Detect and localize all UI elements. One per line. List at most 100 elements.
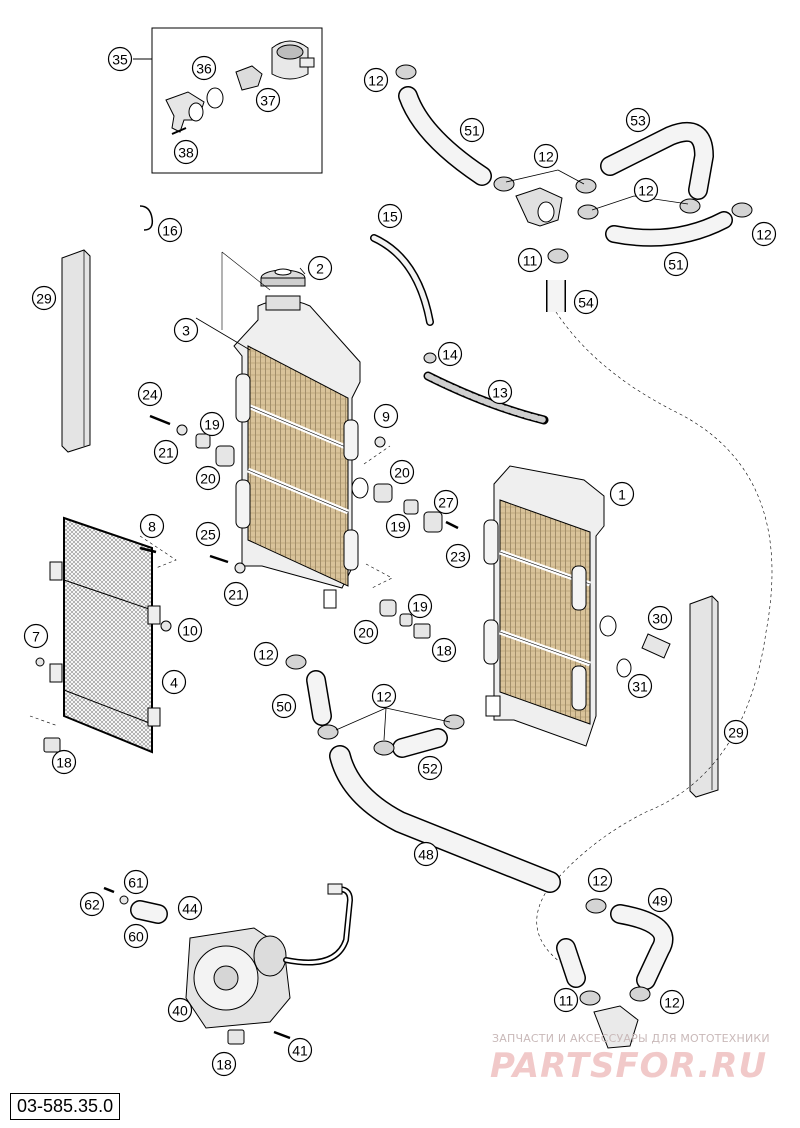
callout-circle <box>385 513 411 539</box>
callout-number: 12 <box>258 647 274 663</box>
callout-circle <box>751 221 777 247</box>
callout-circle <box>633 177 659 203</box>
callout-number: 54 <box>578 295 594 311</box>
callout-c7: 7 <box>23 623 49 649</box>
hose-clamps <box>285 64 753 1006</box>
callout-c36: 36 <box>191 55 217 81</box>
callout-number: 12 <box>638 183 654 199</box>
callout-circle <box>573 289 599 315</box>
callout-c61: 61 <box>123 869 149 895</box>
callout-circle <box>587 867 613 893</box>
callout-number: 11 <box>523 253 538 269</box>
callout-number: 12 <box>368 73 384 89</box>
callout-number: 29 <box>728 725 744 741</box>
callout-c12a: 12 <box>363 67 389 93</box>
callout-number: 18 <box>56 755 72 771</box>
callout-circle <box>647 605 673 631</box>
callout-number: 41 <box>292 1043 308 1059</box>
radiator-guard <box>49 516 161 754</box>
callout-c4: 4 <box>161 669 187 695</box>
callout-circle <box>287 1037 313 1063</box>
callout-number: 12 <box>538 149 554 165</box>
callout-circle <box>271 693 297 719</box>
callout-circle <box>173 317 199 343</box>
o-ring-icon <box>206 87 224 109</box>
callout-circle <box>659 989 685 1015</box>
callout-c18a: 18 <box>51 749 77 775</box>
callout-circle <box>459 117 485 143</box>
callout-circle <box>417 755 443 781</box>
hoses <box>130 86 733 990</box>
callout-circle <box>517 247 543 273</box>
callout-circle <box>407 593 433 619</box>
callout-c23: 23 <box>445 543 471 569</box>
callout-circle <box>177 617 203 643</box>
callout-c31: 31 <box>627 673 653 699</box>
callout-circle <box>23 623 49 649</box>
callout-c35: 35 <box>107 46 133 72</box>
right-radiator <box>483 465 617 747</box>
callout-number: 52 <box>422 761 438 777</box>
callout-circle <box>437 341 463 367</box>
callout-number: 60 <box>128 929 144 945</box>
callout-circle <box>167 997 193 1023</box>
callout-circle <box>173 139 199 165</box>
callout-number: 49 <box>652 893 668 909</box>
thermostat-housing-icon <box>271 40 315 80</box>
callout-number: 12 <box>664 995 680 1011</box>
callout-c25: 25 <box>195 521 221 547</box>
callout-number: 14 <box>442 347 458 363</box>
callout-number: 12 <box>756 227 772 243</box>
callout-c18b: 18 <box>431 637 457 663</box>
callout-c19b: 19 <box>385 513 411 539</box>
callout-c24: 24 <box>137 381 163 407</box>
callout-circle <box>371 683 397 709</box>
leader-lines <box>195 169 689 741</box>
callout-c50: 50 <box>271 693 297 719</box>
callout-c20a: 20 <box>195 465 221 491</box>
callout-number: 51 <box>668 257 684 273</box>
callout-c10: 10 <box>177 617 203 643</box>
callout-c9: 9 <box>373 403 399 429</box>
callout-circle <box>609 481 635 507</box>
callout-c62: 62 <box>79 891 105 917</box>
callout-circle <box>161 669 187 695</box>
callout-c19c: 19 <box>407 593 433 619</box>
callout-c12e: 12 <box>253 641 279 667</box>
callout-c1: 1 <box>609 481 635 507</box>
callout-c51b: 51 <box>663 251 689 277</box>
callout-number: 2 <box>316 261 324 277</box>
callout-circle <box>139 513 165 539</box>
callout-circle <box>123 869 149 895</box>
callout-c51a: 51 <box>459 117 485 143</box>
callout-circle <box>199 411 225 437</box>
callout-circle <box>413 841 439 867</box>
watermark-tagline: ЗАПЧАСТИ И АКСЕССУАРЫ ДЛЯ МОТОТЕХНИКИ <box>492 1032 770 1045</box>
callout-number: 21 <box>158 445 174 461</box>
callout-circle <box>487 379 513 405</box>
callout-c21b: 21 <box>223 581 249 607</box>
callout-c11b: 11 <box>553 987 579 1013</box>
callout-number: 23 <box>450 549 466 565</box>
callout-circle <box>51 749 77 775</box>
callout-c12b: 12 <box>533 143 559 169</box>
callout-circle <box>363 67 389 93</box>
callout-c11a: 11 <box>517 247 543 273</box>
callout-circle <box>195 465 221 491</box>
callout-c13: 13 <box>487 379 513 405</box>
callout-circle <box>31 285 57 311</box>
callout-c15: 15 <box>377 203 403 229</box>
callout-circle <box>431 637 457 663</box>
callout-circle <box>253 641 279 667</box>
callout-circle <box>123 923 149 949</box>
callout-number: 12 <box>376 689 392 705</box>
callout-number: 13 <box>492 385 508 401</box>
callout-c49: 49 <box>647 887 673 913</box>
callout-number: 35 <box>112 52 128 68</box>
callout-c12c: 12 <box>633 177 659 203</box>
callout-circle <box>533 143 559 169</box>
callout-number: 25 <box>200 527 216 543</box>
callout-c29b: 29 <box>723 719 749 745</box>
